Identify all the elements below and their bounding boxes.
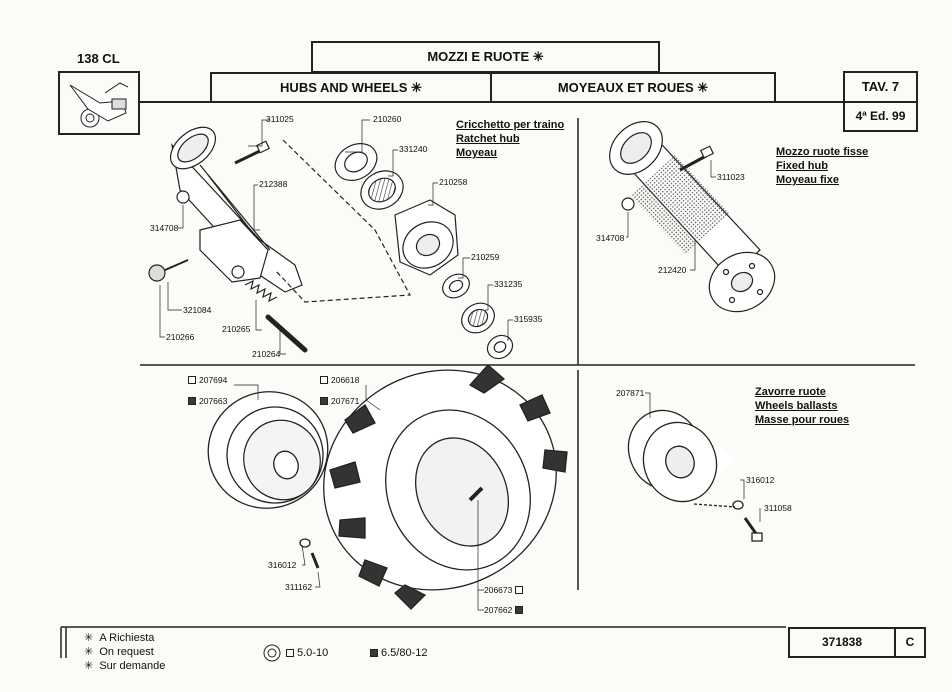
doc-number: 371838 xyxy=(821,635,863,649)
title-english-box: HUBS AND WHEELS ✳ xyxy=(210,72,492,103)
doc-letter: C xyxy=(905,635,915,649)
ballast-drawing xyxy=(627,409,763,542)
title-french: MOYEAUX ET ROUES ✳ xyxy=(557,80,709,95)
asterisk-icon: ✳ xyxy=(84,660,94,672)
open-square-icon xyxy=(514,586,523,594)
ratchet-hub-label: Cricchetto per traino Ratchet hub Moyeau xyxy=(456,119,565,159)
title-frame-line xyxy=(138,101,918,103)
part-number: 311023 xyxy=(717,172,745,182)
part-number: 210265 xyxy=(222,324,251,334)
table-number-box: TAV. 7 xyxy=(843,71,918,103)
wheels-drawing xyxy=(207,364,568,610)
part-number: 311162 xyxy=(285,582,313,592)
fixed-hub-label: Mozzo ruote fisse Fixed hub Moyeau fixe xyxy=(776,146,869,186)
part-number: 210266 xyxy=(166,332,195,342)
open-square-icon xyxy=(286,649,294,657)
part-number: 210264 xyxy=(252,349,281,359)
title-french-box: MOYEAUX ET ROUES ✳ xyxy=(490,72,776,103)
legend-on-request-en: ✳ On request xyxy=(84,646,154,658)
part-number: 210258 xyxy=(439,177,468,187)
part-number-open: 206673 xyxy=(484,585,526,595)
part-number: 314708 xyxy=(596,233,625,243)
filled-square-icon xyxy=(188,397,196,405)
model-code: 138 CL xyxy=(77,51,120,66)
model-thumbnail xyxy=(58,71,140,135)
asterisk-icon: ✳ xyxy=(84,632,94,644)
part-number: 207871 xyxy=(616,388,645,398)
part-number-filled: 207671 xyxy=(320,396,359,406)
part-number: 331235 xyxy=(494,279,523,289)
part-number: 210259 xyxy=(471,252,500,262)
edition: 4ª Ed. 99 xyxy=(855,109,906,123)
part-number: 331240 xyxy=(399,144,428,154)
filled-square-icon xyxy=(370,649,378,657)
part-number: 316012 xyxy=(746,475,775,485)
part-number-open: 206618 xyxy=(320,375,359,385)
title-english: HUBS AND WHEELS ✳ xyxy=(280,80,422,95)
title-italian-box: MOZZI E RUOTE ✳ xyxy=(311,41,660,73)
part-number: 210260 xyxy=(373,114,402,124)
open-square-icon xyxy=(188,376,196,384)
part-number: 311025 xyxy=(266,114,294,124)
part-number: 315935 xyxy=(514,314,543,324)
doc-number-box: 371838 xyxy=(788,627,896,658)
legend-on-request-it: ✳ A Richiesta xyxy=(84,632,155,644)
tyre-size-open: 5.0-10 xyxy=(286,647,328,660)
title-italian: MOZZI E RUOTE ✳ xyxy=(427,49,544,64)
part-number: 321084 xyxy=(183,305,212,315)
ratchet-hub-drawing xyxy=(148,126,514,360)
part-number: 212388 xyxy=(259,179,288,189)
part-number-open: 207694 xyxy=(188,375,227,385)
fixed-hub-drawing xyxy=(609,121,776,313)
part-number: 311058 xyxy=(764,503,792,513)
legend-on-request-fr: ✳ Sur demande xyxy=(84,660,166,672)
filled-square-icon xyxy=(514,606,523,614)
ballasts-label: Zavorre ruote Wheels ballasts Masse pour… xyxy=(755,386,850,426)
asterisk-icon: ✳ xyxy=(84,646,94,658)
tyre-size-filled: 6.5/80-12 xyxy=(370,647,427,660)
part-number: 212420 xyxy=(658,265,687,275)
part-number-filled: 207662 xyxy=(484,605,526,615)
part-number-filled: 207663 xyxy=(188,396,227,406)
part-number: 314708 xyxy=(150,223,179,233)
filled-square-icon xyxy=(320,397,328,405)
table-number: TAV. 7 xyxy=(861,79,900,94)
doc-letter-box: C xyxy=(894,627,926,658)
tractor-icon xyxy=(69,82,129,128)
rim-symbol-icon xyxy=(263,644,281,662)
part-number: 316012 xyxy=(268,560,297,570)
edition-box: 4ª Ed. 99 xyxy=(843,102,918,132)
open-square-icon xyxy=(320,376,328,384)
